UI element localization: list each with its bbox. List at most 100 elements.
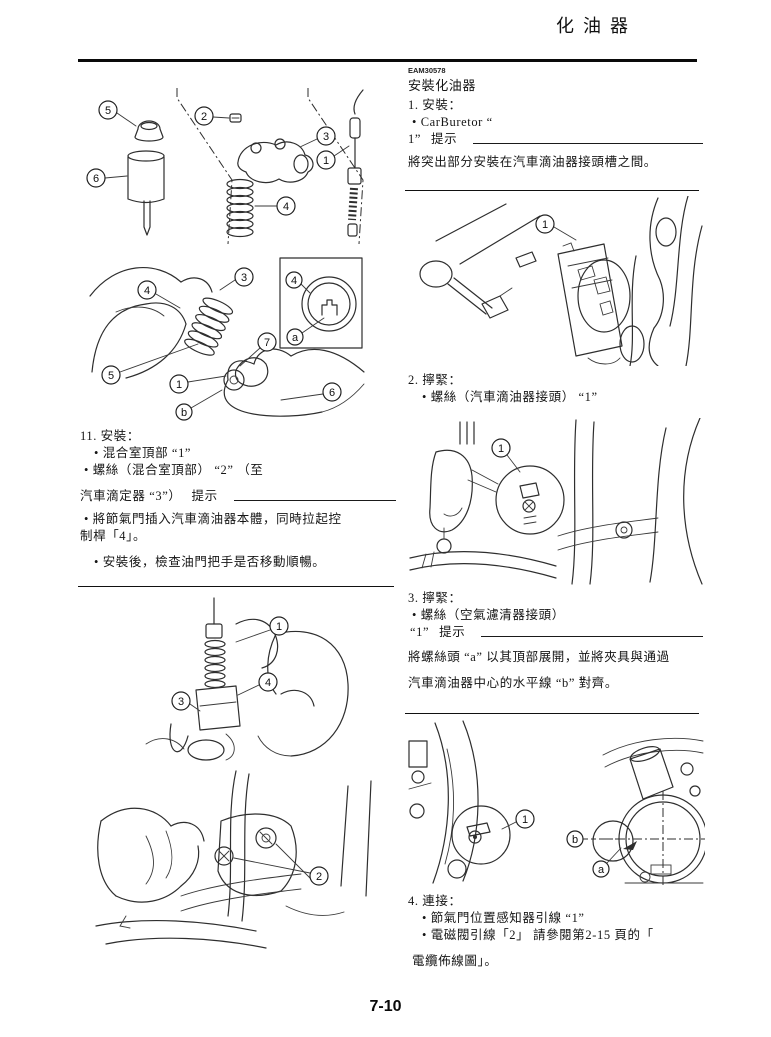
hand-left	[89, 267, 213, 379]
inset-detail-box: 4 a	[279, 257, 363, 349]
starter-plunger-cap	[134, 120, 164, 142]
figure-align-screw: 1 b	[405, 719, 705, 889]
step4-bullet1: • 節氣門位置感知器引線 “1”	[422, 911, 585, 925]
svg-text:1: 1	[276, 621, 282, 633]
inset-callout-a: a	[286, 317, 325, 346]
callout-b: b	[175, 389, 223, 421]
step1-note-heading: 1” 提示	[408, 131, 703, 148]
carburetor-body	[145, 723, 235, 761]
svg-text:1: 1	[498, 443, 504, 455]
step1-note-text: 將突出部分安裝在汽車滴油器接頭槽之間。	[408, 155, 657, 169]
note-label: 提示	[439, 625, 466, 639]
callout-7: 7	[239, 332, 277, 367]
magnifier-circle	[451, 805, 511, 865]
step1-bullet1: • CarBuretor “	[412, 115, 493, 129]
page-title: 化油器	[556, 16, 637, 36]
frame-lines	[459, 421, 475, 445]
callout-1: 1	[535, 214, 577, 241]
note-underline	[233, 500, 396, 501]
callout-1: 1	[491, 438, 521, 473]
svg-text:4: 4	[265, 677, 271, 689]
step2-block: 2. 擰緊： • 螺絲（汽車滴油器接頭） “1”	[408, 372, 703, 406]
magnifier-screw	[495, 465, 565, 535]
callout-1: 1	[235, 616, 289, 643]
callout-3: 3	[299, 126, 336, 148]
left-view	[408, 720, 511, 884]
svg-text:1: 1	[176, 379, 182, 391]
hand	[619, 196, 689, 366]
hoses	[587, 225, 703, 366]
svg-text:1: 1	[323, 155, 329, 167]
svg-text:3: 3	[323, 131, 329, 143]
callout-3: 3	[171, 691, 201, 712]
step3-note-line2: 汽車滴油器中心的水平線 “b” 對齊。	[408, 676, 618, 690]
step4-heading: 4. 連接：	[408, 894, 462, 908]
step3-heading: 3. 擰緊：	[408, 591, 462, 605]
svg-text:a: a	[598, 864, 605, 876]
step11-bullet2-cont: 汽車滴定器 “3”）	[80, 489, 182, 503]
cable	[205, 597, 223, 639]
step11-bullet1: • 混合室頂部 “1”	[94, 446, 192, 460]
note-label: 提示	[191, 489, 218, 503]
svg-text:b: b	[572, 834, 578, 846]
svg-text:4: 4	[291, 275, 297, 287]
figure-exploded-parts: 5 6 2 3 4 1	[80, 84, 392, 250]
step4-block: 4. 連接： • 節氣門位置感知器引線 “1” • 電磁閥引線「2」 請參閱第2…	[408, 893, 703, 970]
hose-bottom	[409, 527, 557, 579]
figure-tighten-screw: 1	[408, 418, 704, 588]
svg-text:5: 5	[108, 370, 114, 382]
spring	[204, 639, 226, 689]
carburetor-body	[557, 242, 631, 357]
figure-screws-tighten: 2	[86, 766, 388, 962]
hand	[235, 618, 349, 757]
note-underline	[481, 636, 703, 637]
callout-3: 3	[219, 267, 254, 291]
cable-assembly	[347, 89, 364, 237]
carburetor-body	[180, 770, 302, 922]
step11-bullet2: • 螺絲（混合室頂部） “2” （至	[84, 463, 264, 477]
step2-heading: 2. 擰緊：	[408, 373, 462, 387]
step3-block: 3. 擰緊： • 螺絲（空氣濾清器接頭） “1” 提示 將螺絲頭 “a” 以其頂…	[408, 590, 703, 692]
callout-2: 2	[194, 106, 230, 126]
callout-a: a	[592, 847, 622, 878]
screw-left	[214, 846, 234, 866]
starter-plunger-body	[127, 150, 165, 236]
callout-2: 2	[233, 843, 329, 886]
hand-right	[223, 348, 365, 417]
callout-1: 1	[169, 374, 227, 394]
svg-text:6: 6	[329, 387, 335, 399]
step11-heading: 11. 安裝：	[80, 429, 140, 443]
engine-lines	[557, 418, 703, 585]
figure-hands-assembly: 4 a 3 4 5 1	[86, 252, 370, 424]
callout-6: 6	[86, 168, 128, 188]
nut	[229, 113, 242, 123]
svg-text:6: 6	[93, 173, 99, 185]
frame-lines	[435, 203, 541, 268]
step3-note-heading: “1” 提示	[408, 624, 703, 641]
throttle-valve-part	[223, 369, 245, 391]
right-view	[592, 737, 705, 885]
right-separator-rule-1	[405, 190, 699, 191]
callout-b: b	[566, 830, 617, 848]
left-separator-rule	[78, 586, 394, 587]
svg-text:a: a	[292, 332, 299, 344]
callout-5: 5	[98, 100, 137, 127]
svg-text:5: 5	[105, 105, 111, 117]
step11-note1-line2: 制桿「4」。	[80, 529, 147, 543]
svg-text:3: 3	[178, 696, 184, 708]
frame-lines	[95, 780, 372, 949]
figure-throttle-cable-install: 1 4 3	[86, 594, 388, 764]
page-number: 7-10	[369, 998, 402, 1015]
step3-bullet1-cont: “1”	[410, 625, 430, 639]
callout-6: 6	[280, 382, 342, 402]
figure-carburetor-install: 1	[408, 196, 704, 366]
step2-bullet1: • 螺絲（汽車滴油器接頭） “1”	[422, 390, 598, 404]
callout-4: 4	[137, 280, 181, 309]
section-title: 安裝化油器	[408, 78, 477, 93]
right-separator-rule-2	[405, 713, 699, 714]
inset-callout-4: 4	[285, 271, 311, 294]
svg-text:2: 2	[316, 871, 322, 883]
step4-bullet2: • 電磁閥引線「2」 請參閱第2-15 頁的「	[422, 928, 654, 942]
step11-note-heading: 汽車滴定器 “3”） 提示	[80, 488, 396, 505]
